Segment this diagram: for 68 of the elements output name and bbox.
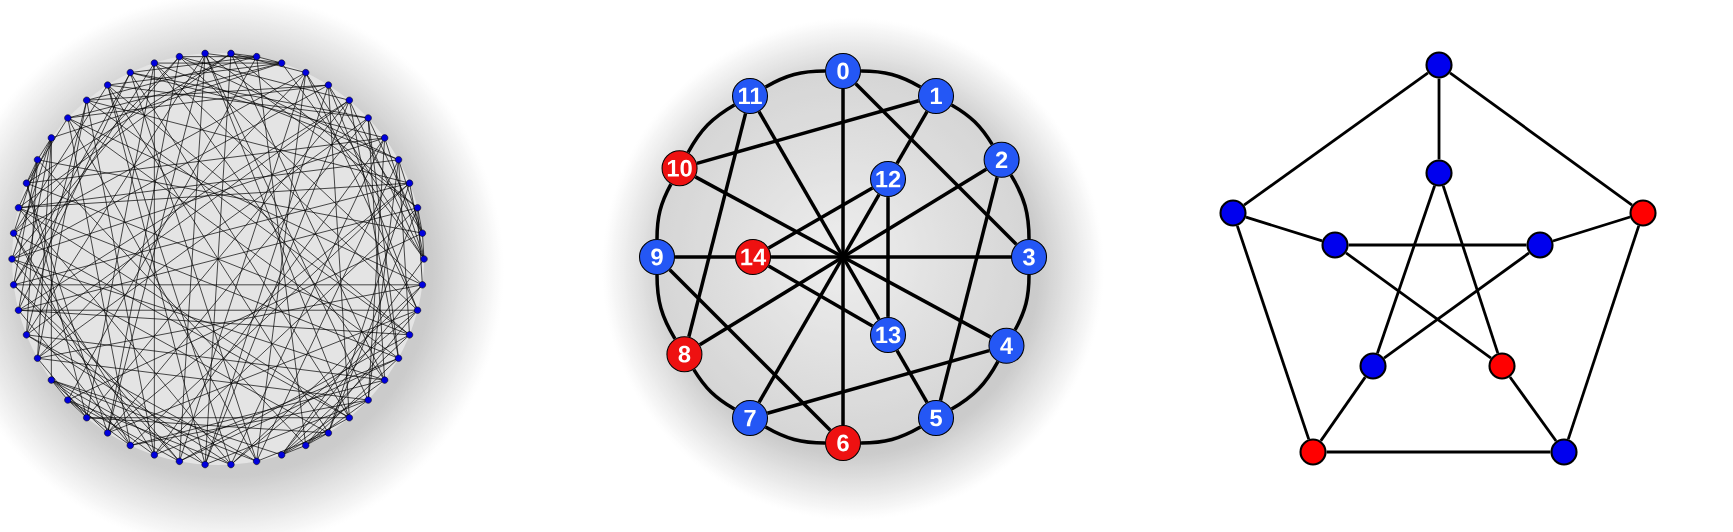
- graph-edge: [861, 425, 922, 445]
- graph-edge: [950, 360, 1000, 411]
- graph-edge: [1009, 174, 1031, 239]
- vertex-dot: [1526, 231, 1554, 259]
- graph-edge: [692, 368, 736, 411]
- vertex-dot: [1425, 51, 1453, 79]
- vertex-dot: [1219, 199, 1247, 227]
- graph-edge: [655, 183, 673, 239]
- numbered-vertex: 7: [732, 400, 769, 437]
- graph-edge: [675, 255, 735, 259]
- graph-edge: [687, 112, 748, 338]
- graph-edge: [1243, 71, 1429, 207]
- graph-edge: [764, 425, 825, 445]
- graph-edge: [1348, 243, 1527, 247]
- graph-edge: [938, 176, 999, 402]
- graph-edge: [1552, 215, 1631, 243]
- graph-edge: [757, 193, 881, 404]
- numbered-vertex: 1: [918, 77, 955, 114]
- graph-edge: [764, 69, 825, 89]
- graph-edge: [767, 264, 874, 328]
- graph-edge: [1566, 225, 1641, 440]
- graph-edge: [655, 275, 677, 340]
- graph-edge: [1383, 251, 1530, 360]
- vertex-dot: [1425, 159, 1453, 187]
- graph-edge: [757, 110, 881, 321]
- graph-edge: [771, 255, 1011, 259]
- graph-edge: [767, 186, 874, 250]
- numbered-vertex: 9: [639, 238, 676, 276]
- numbered-vertex: 11: [732, 77, 769, 114]
- numbered-vertex: 8: [666, 336, 703, 373]
- numbered-vertex: 5: [918, 400, 955, 437]
- numbered-vertex: 12: [870, 161, 907, 198]
- vertex-dot: [1321, 231, 1349, 259]
- graph-edge: [1376, 185, 1436, 354]
- numbered-vertex: 2: [983, 141, 1020, 178]
- vertex-dot: [1629, 199, 1657, 227]
- numbered-vertex: 13: [870, 316, 907, 353]
- graph-edge: [696, 99, 920, 166]
- vertex-dot: [1359, 352, 1387, 380]
- graph-edge: [861, 69, 922, 89]
- graph-edge: [1326, 450, 1551, 454]
- graph-edge: [766, 348, 990, 415]
- graph-edge: [686, 103, 736, 154]
- vertex-dot: [1299, 438, 1327, 466]
- graph-edge: [1449, 71, 1633, 207]
- graph-edge: [895, 110, 929, 165]
- graph-edge: [1437, 78, 1441, 160]
- graph-edge: [854, 82, 1018, 246]
- graph-edge: [1235, 225, 1311, 440]
- numbered-vertex: 14: [735, 238, 772, 276]
- numbered-vertex: 6: [825, 424, 862, 462]
- numbered-vertex: 3: [1011, 238, 1048, 276]
- graph-edge: [1245, 215, 1323, 243]
- graph-edge: [1508, 376, 1558, 442]
- graph-edge: [950, 103, 994, 146]
- numbered-vertex: 4: [988, 327, 1025, 364]
- graph-edge: [1013, 275, 1031, 331]
- graph-edge: [886, 197, 890, 317]
- graph-edge: [895, 349, 929, 404]
- graph-edge: [1319, 376, 1367, 442]
- numbered-vertex: 0: [825, 52, 862, 90]
- numbered-vertex: 10: [661, 150, 698, 187]
- vertex-dot: [1488, 352, 1516, 380]
- vertex-dot: [1550, 438, 1578, 466]
- graph-edge: [841, 89, 845, 425]
- graph-edge: [1441, 185, 1500, 354]
- graph-edge: [1345, 251, 1492, 360]
- graph-edge: [668, 268, 832, 432]
